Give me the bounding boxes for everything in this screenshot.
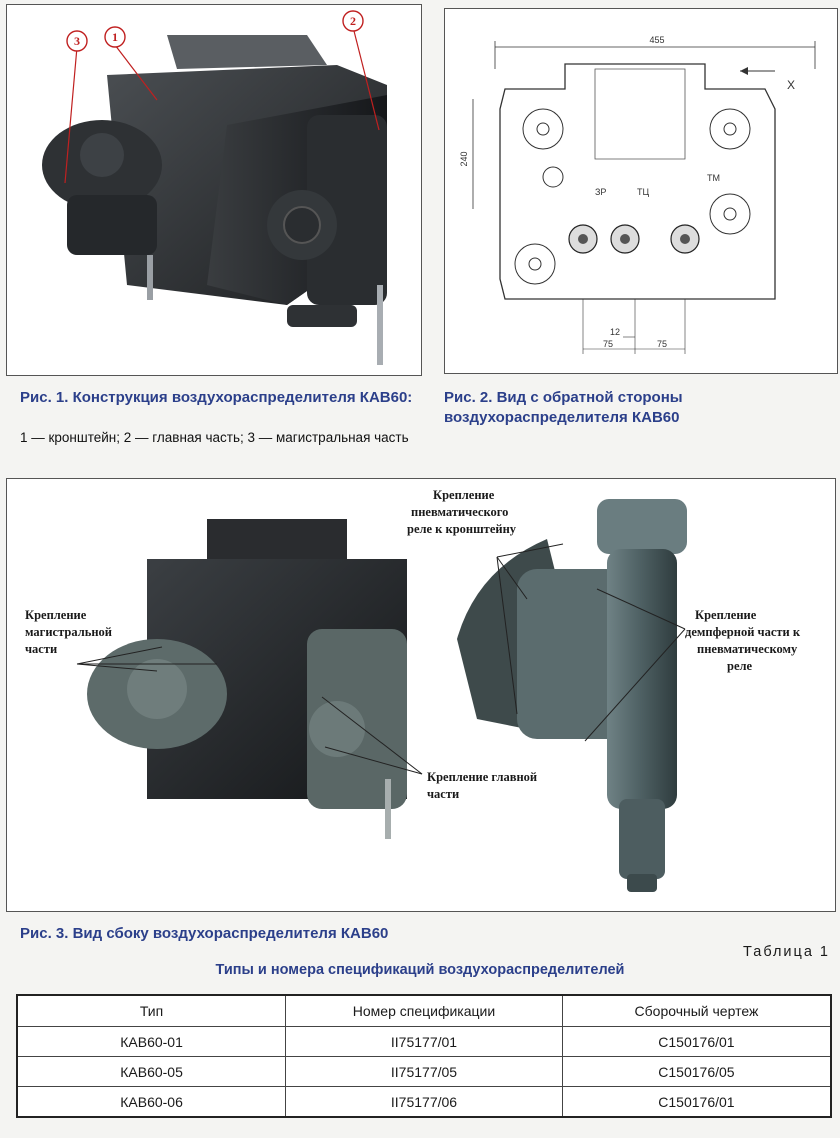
callout-1	[104, 26, 126, 48]
figure-2-caption: Рис. 2. Вид с обратной стороны воздухора…	[444, 389, 683, 426]
dim-455: 455	[649, 35, 664, 45]
callout-3-label: 3	[74, 34, 80, 48]
cell-type: КАВ60-05	[16, 1056, 287, 1087]
table-title: Типы и номера спецификаций воздухораспре…	[215, 962, 625, 978]
dim-75-left: 75	[603, 339, 613, 349]
figure-1-caption: Рис. 1. Конструкция воздухораспределител…	[20, 389, 413, 406]
table-row: КАВ60-01 II75177/01 С150176/01	[16, 1026, 832, 1057]
table-number: Таблица 1	[743, 944, 830, 960]
callout-1-label: 1	[112, 30, 118, 44]
dim-12: 12	[610, 327, 620, 337]
header-spec-number: Номер спецификации	[285, 994, 563, 1027]
cell-spec: II75177/01	[285, 1026, 563, 1057]
figure-2-illustration: 455 X 240 ЗР ТЦ ТМ	[445, 9, 837, 373]
callout-2	[342, 10, 364, 32]
body-outline	[499, 63, 776, 300]
pneumatic-relay	[517, 569, 627, 739]
dim-240: 240	[459, 151, 469, 166]
main-part	[307, 115, 387, 305]
figure-3-caption: Рис. 3. Вид сбоку воздухораспределителя …	[20, 925, 389, 942]
table-row: КАВ60-05 II75177/05 С150176/05	[16, 1056, 832, 1087]
spec-table: Тип Номер спецификации Сборочный чертеж …	[16, 994, 832, 1118]
figure-1-photo: 1 2 3	[6, 4, 422, 376]
callout-3	[66, 30, 88, 52]
header-type: Тип	[16, 994, 287, 1027]
cell-type: КАВ60-01	[16, 1026, 287, 1057]
view-x-label: X	[787, 78, 795, 92]
cell-drawing: С150176/05	[561, 1056, 832, 1087]
figure-1-illustration: 1 2 3	[7, 5, 421, 375]
cell-spec: II75177/05	[285, 1056, 563, 1087]
figure-1-legend: 1 — кронштейн; 2 — главная часть; 3 — ма…	[20, 430, 409, 445]
cell-type: КАВ60-06	[16, 1086, 287, 1118]
cell-spec: II75177/06	[285, 1086, 563, 1118]
label-magistral: Крепление	[25, 608, 87, 622]
port-label-zr: ЗР	[595, 187, 606, 197]
dim-75-right: 75	[657, 339, 667, 349]
table-row: КАВ60-06 II75177/06 С150176/01	[16, 1086, 832, 1118]
cell-drawing: С150176/01	[561, 1026, 832, 1057]
header-assembly-drawing: Сборочный чертеж	[561, 994, 832, 1027]
table-header-row: Тип Номер спецификации Сборочный чертеж	[16, 994, 832, 1027]
figure-2-drawing: 455 X 240 ЗР ТЦ ТМ	[444, 8, 838, 374]
port-label-tm: ТМ	[707, 173, 720, 183]
cell-drawing: С150176/01	[561, 1086, 832, 1118]
port-label-tc: ТЦ	[637, 187, 649, 197]
damper-part	[607, 549, 677, 809]
callout-2-label: 2	[350, 14, 356, 28]
